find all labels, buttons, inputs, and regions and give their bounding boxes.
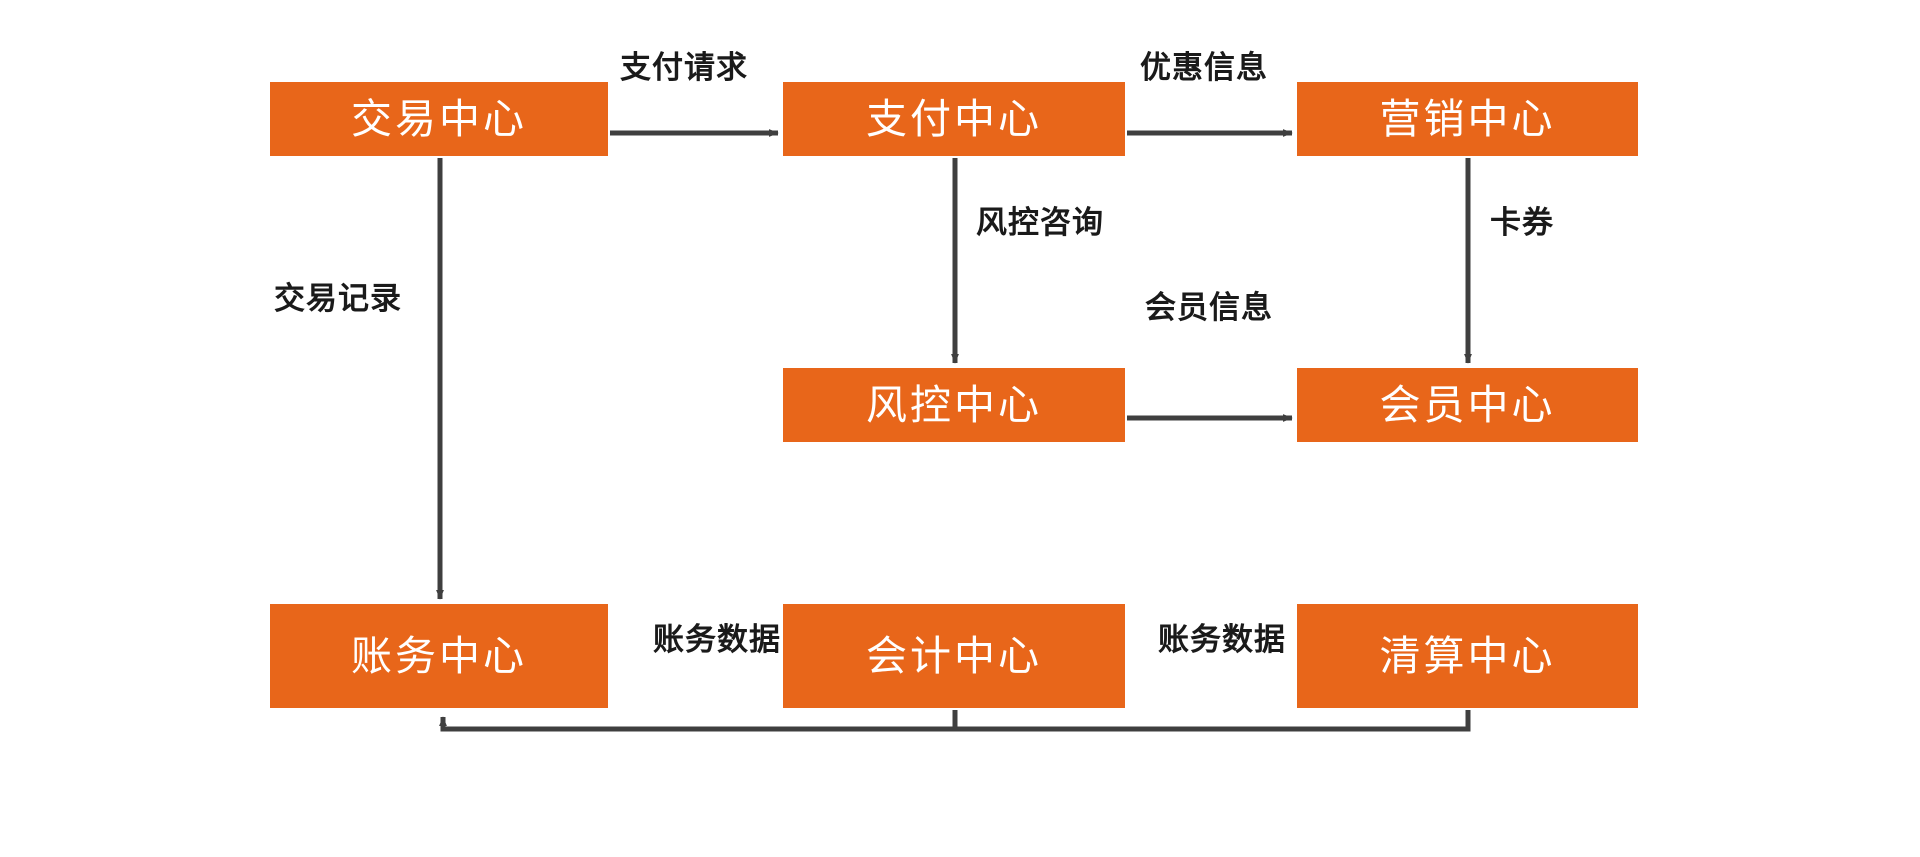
edge-label-riskctrl-to-member: 会员信息	[1145, 290, 1273, 325]
edge-label-clearing-to-account: 账务数据	[1158, 622, 1286, 657]
node-riskctrl[interactable]: 风控中心	[783, 368, 1125, 442]
edge-finance-to-account	[439, 710, 958, 732]
edge-label-trade-to-payment: 支付请求	[620, 50, 748, 85]
node-label: 支付中心	[866, 95, 1042, 142]
node-label: 风控中心	[866, 381, 1042, 428]
edge-label-payment-to-riskctrl: 风控咨询	[976, 205, 1104, 240]
node-label: 清算中心	[1379, 632, 1556, 679]
edge-label-marketing-to-member: 卡券	[1490, 205, 1554, 240]
node-label: 交易中心	[351, 95, 527, 142]
node-label: 会员中心	[1379, 381, 1556, 428]
edge-label-trade-to-account: 交易记录	[274, 281, 402, 316]
node-trade[interactable]: 交易中心	[270, 82, 608, 156]
node-payment[interactable]: 支付中心	[783, 82, 1125, 156]
node-clearing[interactable]: 清算中心	[1297, 604, 1638, 708]
edge-label-payment-to-marketing: 优惠信息	[1140, 50, 1268, 85]
edge-label-finance-to-account: 账务数据	[653, 622, 781, 657]
node-member[interactable]: 会员中心	[1297, 368, 1638, 442]
node-finance[interactable]: 会计中心	[783, 604, 1125, 708]
node-account[interactable]: 账务中心	[270, 604, 608, 708]
node-label: 营销中心	[1379, 95, 1556, 142]
edge-clearing-to-account	[955, 710, 1471, 732]
node-label: 账务中心	[351, 632, 527, 679]
node-marketing[interactable]: 营销中心	[1297, 82, 1638, 156]
node-label: 会计中心	[866, 632, 1042, 679]
